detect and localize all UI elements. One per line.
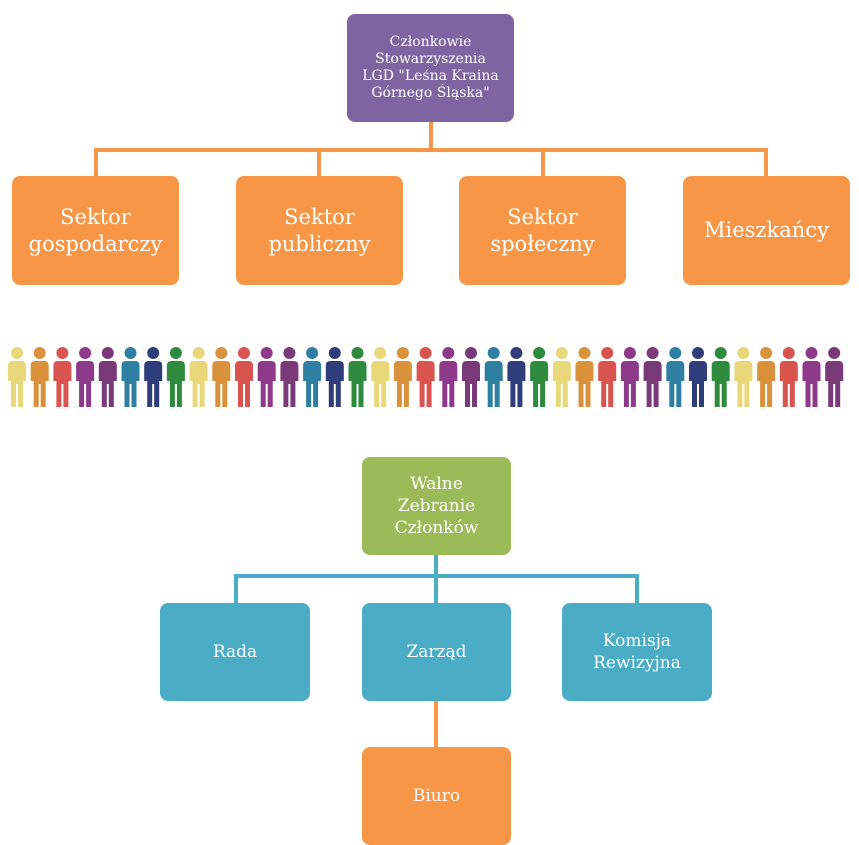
council-label: Rada — [212, 642, 258, 662]
person-icon — [8, 347, 26, 407]
person-icon — [189, 347, 208, 407]
sector-node-residents: Mieszkańcy — [683, 176, 850, 285]
person-icon — [734, 347, 753, 407]
person-icon — [325, 347, 344, 407]
people-row — [8, 347, 844, 407]
members-node-label: Członkowie Stowarzyszenia LGD "Leśna Kra… — [362, 34, 499, 101]
bottom-connector-branch-1 — [234, 574, 238, 604]
person-icon — [98, 347, 117, 407]
sector-node-social: Sektor społeczny — [459, 176, 626, 285]
sector-label-social: Sektor społeczny — [490, 204, 595, 256]
person-icon — [280, 347, 299, 407]
bottom-connector-branch-2 — [434, 574, 438, 604]
person-icon — [462, 347, 480, 407]
office-node: Biuro — [362, 747, 511, 845]
person-icon — [825, 347, 844, 407]
office-connector — [434, 701, 438, 747]
person-icon — [371, 347, 390, 407]
sector-node-public: Sektor publiczny — [236, 176, 403, 285]
top-connector-branch-4 — [764, 148, 768, 176]
audit-committee-node: Komisja Rewizyjna — [562, 603, 712, 701]
person-icon — [30, 347, 49, 407]
general-assembly-label: Walne Zebranie Członków — [394, 474, 479, 538]
person-icon — [144, 347, 163, 407]
person-icon — [802, 347, 821, 407]
person-icon — [598, 347, 617, 407]
person-icon — [666, 347, 685, 407]
person-icon — [530, 347, 549, 407]
board-node: Zarząd — [362, 603, 511, 701]
person-icon — [393, 347, 412, 407]
person-icon — [166, 347, 185, 407]
sector-label-economic: Sektor gospodarczy — [28, 204, 163, 256]
sector-node-economic: Sektor gospodarczy — [12, 176, 179, 285]
top-connector-horizontal — [94, 148, 768, 152]
bottom-connector-vertical — [434, 554, 438, 577]
person-icon — [711, 347, 730, 407]
person-icon — [416, 347, 435, 407]
top-connector-branch-3 — [541, 148, 545, 176]
bottom-connector-branch-3 — [635, 574, 639, 604]
person-icon — [757, 347, 776, 407]
top-connector-vertical — [429, 121, 433, 152]
general-assembly-node: Walne Zebranie Członków — [362, 457, 511, 555]
person-icon — [779, 347, 798, 407]
office-label: Biuro — [412, 786, 461, 806]
person-icon — [620, 347, 639, 407]
sector-label-residents: Mieszkańcy — [704, 218, 829, 242]
person-icon — [348, 347, 367, 407]
person-icon — [552, 347, 571, 407]
person-icon — [484, 347, 503, 407]
audit-committee-label: Komisja Rewizyjna — [593, 631, 681, 673]
person-icon — [507, 347, 526, 407]
person-icon — [53, 347, 72, 407]
person-icon — [439, 347, 458, 407]
person-icon — [76, 347, 95, 407]
person-icon — [643, 347, 662, 407]
sector-label-public: Sektor publiczny — [268, 204, 371, 256]
person-icon — [257, 347, 276, 407]
person-icon — [212, 347, 231, 407]
top-connector-branch-1 — [94, 148, 98, 176]
person-icon — [303, 347, 322, 407]
person-icon — [575, 347, 594, 407]
board-label: Zarząd — [406, 642, 467, 662]
top-connector-branch-2 — [317, 148, 321, 176]
person-icon — [121, 347, 140, 407]
council-node: Rada — [160, 603, 310, 701]
person-icon — [235, 347, 253, 407]
members-node: Członkowie Stowarzyszenia LGD "Leśna Kra… — [347, 14, 514, 122]
person-icon — [689, 347, 707, 407]
